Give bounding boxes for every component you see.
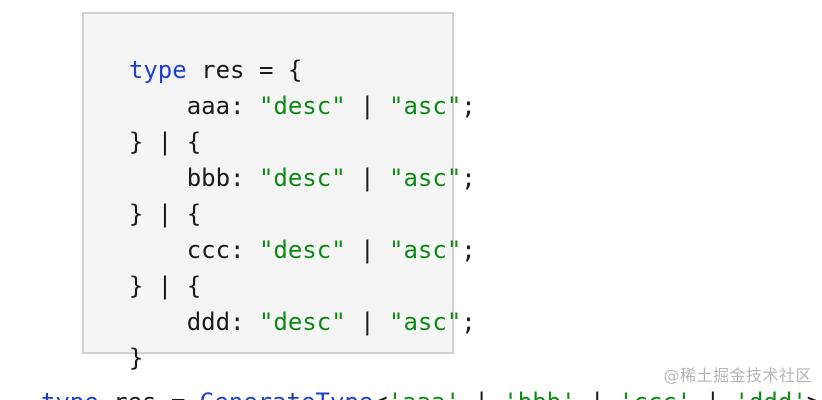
code-text: res = <box>99 388 200 400</box>
string-literal: "desc" <box>258 164 346 192</box>
union-brace: } | { <box>128 128 202 156</box>
code-line-3: } | { <box>100 100 201 156</box>
string-literal: "desc" <box>258 236 346 264</box>
semicolon: ; <box>461 308 476 336</box>
string-literal: "desc" <box>258 308 346 336</box>
keyword-type: type <box>41 388 99 400</box>
closing-brace: } <box>128 344 144 372</box>
code-text: res = { <box>186 56 303 84</box>
union-brace: } | { <box>128 200 202 228</box>
property-aaa: aaa: <box>128 92 259 120</box>
union-separator: | <box>345 164 390 192</box>
string-literal: "asc" <box>389 308 462 336</box>
code-line-1: type res = { <box>100 28 302 84</box>
keyword-type: type <box>128 56 187 84</box>
union-separator: | <box>576 388 619 400</box>
bottom-code-line: type res = GenerateType<'aaa' | 'bbb' | … <box>10 360 822 400</box>
union-separator: | <box>345 308 390 336</box>
union-separator: | <box>460 388 503 400</box>
open-angle: < <box>373 388 387 400</box>
code-panel <box>82 12 454 354</box>
code-line-6: ccc: "desc" | "asc"; <box>100 208 476 264</box>
property-ccc: ccc: <box>128 236 259 264</box>
string-literal: "asc" <box>389 236 462 264</box>
string-literal: "asc" <box>389 164 462 192</box>
code-line-4: bbb: "desc" | "asc"; <box>100 136 476 192</box>
string-literal: 'aaa' <box>388 388 460 400</box>
string-literal: 'ccc' <box>619 388 691 400</box>
code-line-9: } <box>100 316 143 372</box>
code-line-2: aaa: "desc" | "asc"; <box>100 64 476 120</box>
union-separator: | <box>345 236 390 264</box>
union-brace: } | { <box>128 272 202 300</box>
semicolon: ; <box>461 236 476 264</box>
watermark: @稀土掘金技术社区 <box>663 366 812 385</box>
semicolon: ; <box>461 164 476 192</box>
string-literal: "desc" <box>258 92 346 120</box>
union-separator: | <box>345 92 390 120</box>
semicolon: ; <box>461 92 476 120</box>
generic-type-name: GenerateType <box>200 388 373 400</box>
property-bbb: bbb: <box>128 164 259 192</box>
code-line-8: ddd: "desc" | "asc"; <box>100 280 476 336</box>
union-separator: | <box>691 388 734 400</box>
code-line-5: } | { <box>100 172 201 228</box>
property-ddd: ddd: <box>128 308 259 336</box>
code-line-7: } | { <box>100 244 201 300</box>
close-angle: >; <box>807 388 822 400</box>
string-literal: "asc" <box>389 92 462 120</box>
string-literal: 'ddd' <box>735 388 807 400</box>
string-literal: 'bbb' <box>503 388 575 400</box>
